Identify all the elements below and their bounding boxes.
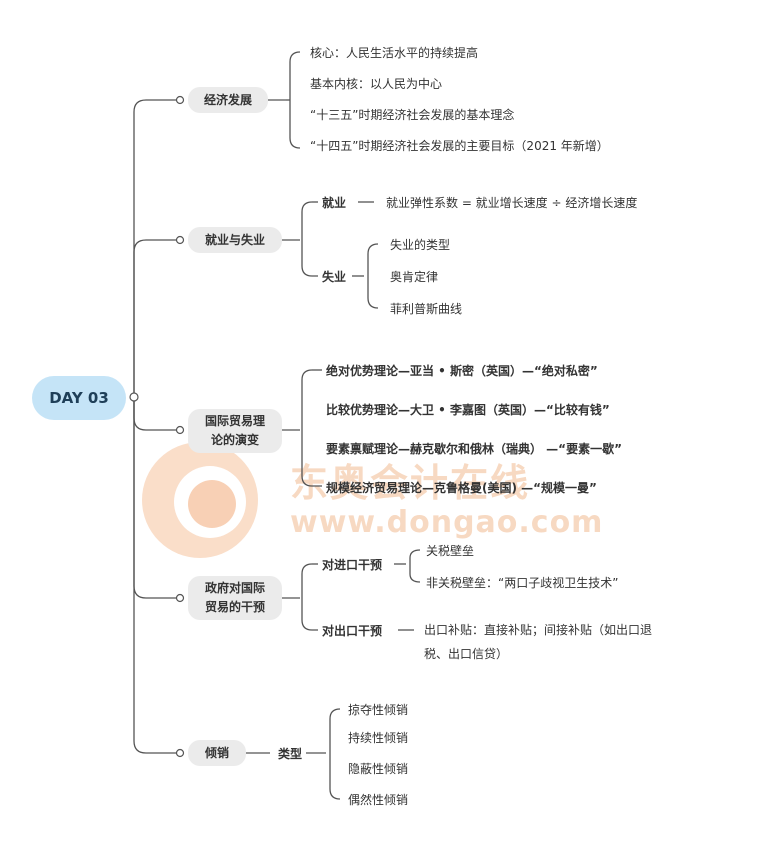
economic-item-1: 核心：人民生活水平的持续提高 [310, 46, 479, 60]
branch-trade-theory-label-2: 论的演变 [210, 433, 259, 447]
employment-jiuye: 就业 [322, 196, 347, 210]
watermark-url: www.dongao.com [290, 505, 604, 540]
branch-gov-label-1: 政府对国际 [204, 581, 265, 595]
branch-economic-label: 经济发展 [203, 92, 252, 107]
economic-item-2: 基本内核：以人民为中心 [310, 77, 443, 91]
economic-item-4: “十四五”时期经济社会发展的主要目标（2021 年新增） [310, 139, 609, 153]
branch-gov-intervention: 政府对国际 贸易的干预 [188, 576, 282, 620]
branch-employment-label: 就业与失业 [204, 232, 265, 247]
branch-dumping: 倾销 [188, 740, 246, 766]
dumping-item-3: 隐蔽性倾销 [348, 762, 409, 776]
gov-import: 对进口干预 [322, 558, 383, 572]
trade-theory-item-3: 要素禀赋理论—赫克歇尔和俄林（瑞典） —“要素一歇” [326, 442, 622, 456]
gov-import-item-2: 非关税壁垒：“两口子歧视卫生技术” [426, 576, 619, 590]
shiye-item-3: 菲利普斯曲线 [390, 302, 463, 316]
shiye-item-2: 奥肯定律 [390, 270, 439, 284]
dumping-item-4: 偶然性倾销 [348, 793, 409, 807]
gov-import-item-1: 关税壁垒 [426, 544, 475, 558]
economic-item-3: “十三五”时期经济社会发展的基本理念 [310, 108, 515, 122]
dumping-type: 类型 [278, 747, 303, 761]
branch-trade-theory: 国际贸易理 论的演变 [188, 409, 282, 453]
branch-dumping-label: 倾销 [204, 745, 229, 760]
trade-theory-item-2: 比较优势理论—大卫 • 李嘉图（英国）—“比较有钱” [326, 403, 610, 417]
branch-economic: 经济发展 [188, 87, 268, 113]
dumping-item-2: 持续性倾销 [348, 731, 409, 745]
gov-export-detail-1: 出口补贴：直接补贴；间接补贴（如出口退 [424, 623, 653, 637]
gov-export: 对出口干预 [322, 624, 383, 638]
gov-export-detail-2: 税、出口信贷） [424, 647, 509, 661]
trade-theory-item-4: 规模经济贸易理论—克鲁格曼(美国) —“规模一曼” [326, 481, 597, 495]
employment-shiye: 失业 [322, 270, 347, 284]
dumping-item-1: 掠夺性倾销 [348, 703, 409, 717]
watermark-text: 东奥会计在线 [290, 461, 531, 505]
branch-trade-theory-label-1: 国际贸易理 [204, 414, 265, 428]
branch-gov-label-2: 贸易的干预 [204, 600, 265, 614]
root-node: DAY 03 [32, 376, 126, 420]
shiye-item-1: 失业的类型 [390, 238, 451, 252]
trade-theory-item-1: 绝对优势理论—亚当 • 斯密（英国）—“绝对私密” [326, 364, 598, 378]
branch-employment: 就业与失业 [188, 227, 282, 253]
employment-jiuye-detail: 就业弹性系数 = 就业增长速度 ÷ 经济增长速度 [386, 196, 638, 210]
